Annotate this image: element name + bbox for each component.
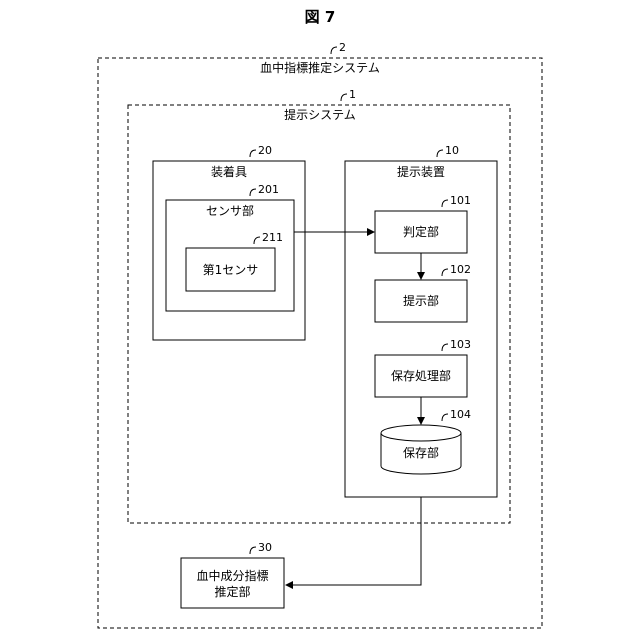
storage-processing-unit-label: 保存処理部 bbox=[375, 369, 467, 383]
blood-system-ref: 2 bbox=[339, 42, 346, 54]
storage-processing-unit-ref: 103 bbox=[450, 339, 471, 351]
first-sensor-ref: 211 bbox=[262, 232, 283, 244]
device-to-estimation-arrow bbox=[286, 497, 421, 585]
presentation-unit-label: 提示部 bbox=[375, 294, 467, 308]
wearable-box bbox=[153, 161, 305, 340]
wearable-label: 装着具 bbox=[153, 165, 305, 179]
wearable-ref: 20 bbox=[258, 145, 272, 157]
first-sensor-label: 第1センサ bbox=[186, 263, 275, 277]
presentation-system-ref: 1 bbox=[349, 89, 356, 101]
estimation-unit-ref: 30 bbox=[258, 542, 272, 554]
judgment-unit-label: 判定部 bbox=[375, 225, 467, 239]
estimation-unit-box bbox=[181, 558, 284, 608]
presentation-device-ref: 10 bbox=[445, 145, 459, 157]
figure-title: 図 7 bbox=[270, 8, 370, 26]
presentation-device-label: 提示装置 bbox=[345, 165, 497, 179]
sensor-unit-ref: 201 bbox=[258, 184, 279, 196]
blood-system-boundary bbox=[98, 58, 542, 628]
presentation-system-label: 提示システム bbox=[240, 108, 400, 122]
storage-unit-label: 保存部 bbox=[381, 446, 461, 460]
judgment-unit-ref: 101 bbox=[450, 195, 471, 207]
sensor-unit-label: センサ部 bbox=[166, 204, 294, 218]
estimation-unit-label-line1: 血中成分指標 bbox=[181, 569, 284, 583]
presentation-unit-ref: 102 bbox=[450, 264, 471, 276]
estimation-unit-label-line2: 推定部 bbox=[181, 585, 284, 599]
blood-system-label: 血中指標推定システム bbox=[220, 61, 420, 75]
storage-unit-ref: 104 bbox=[450, 409, 471, 421]
